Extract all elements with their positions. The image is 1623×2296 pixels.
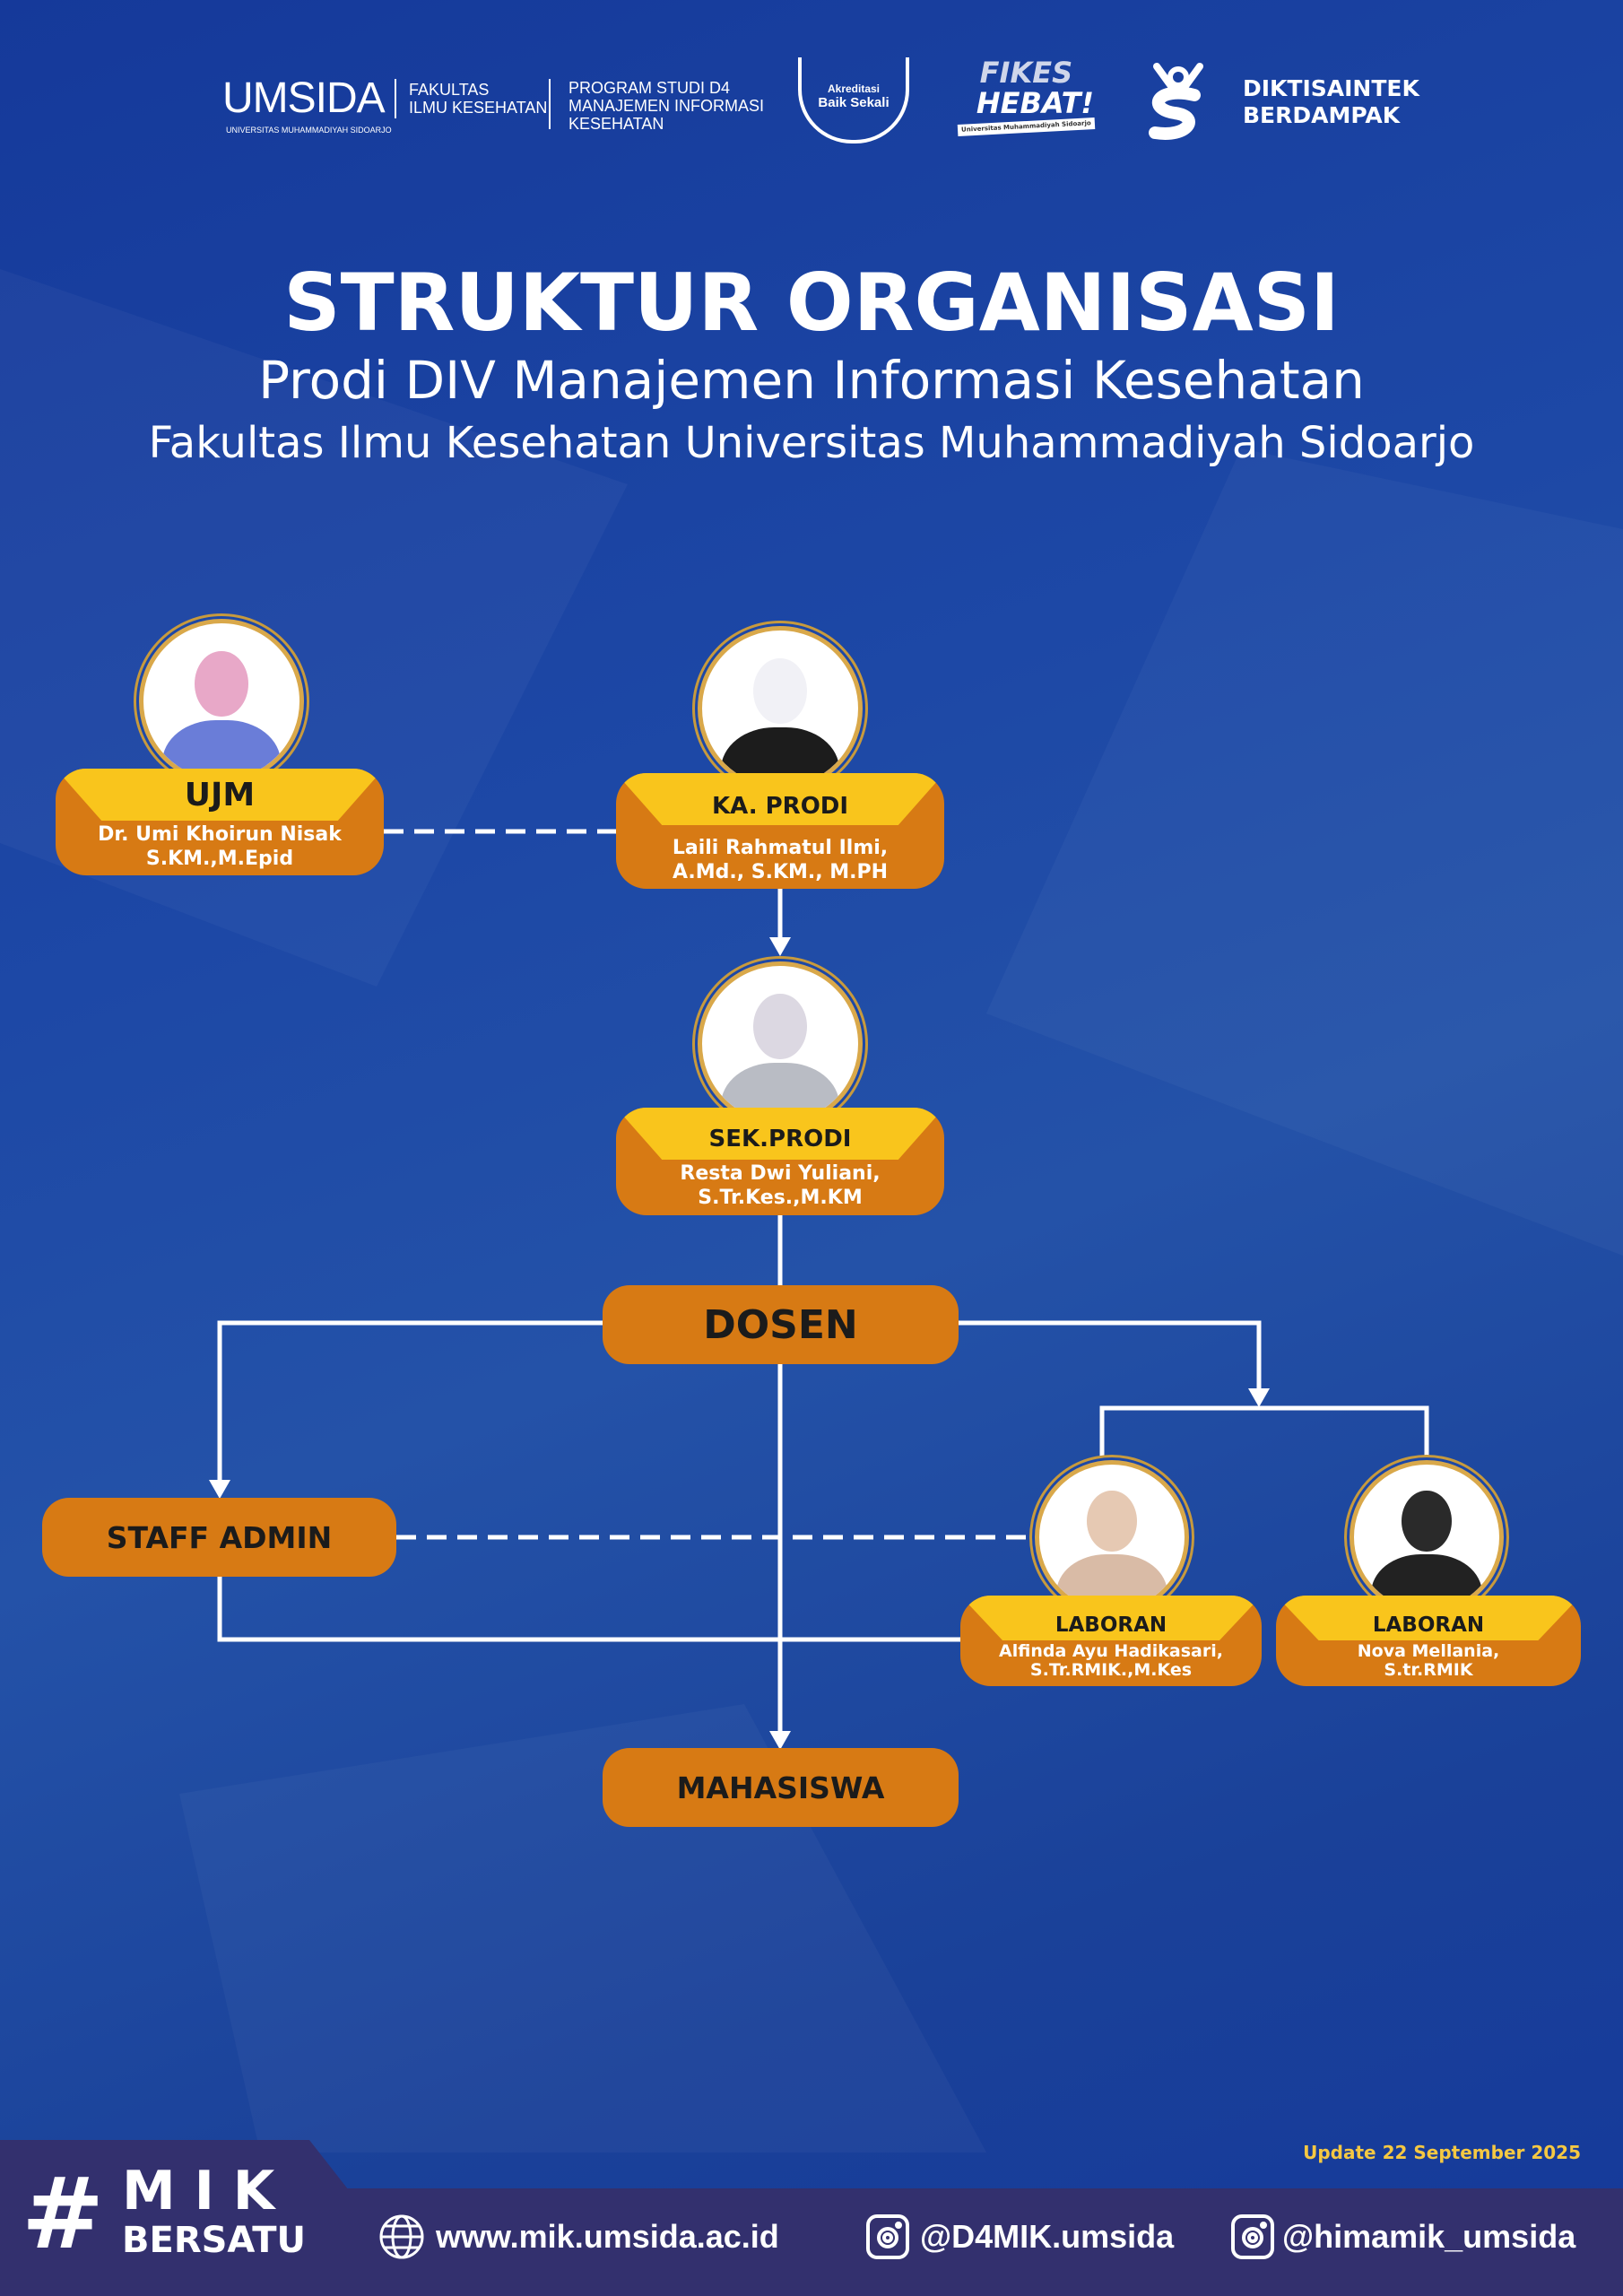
globe-icon xyxy=(378,2213,425,2260)
kaprodi-photo xyxy=(698,626,863,791)
role-label: LABORAN xyxy=(1055,1613,1167,1637)
role-label: LABORAN xyxy=(1372,1613,1485,1637)
laboran-2-photo xyxy=(1350,1460,1504,1614)
instagram-icon xyxy=(1230,2213,1275,2260)
update-date: Update 22 September 2025 xyxy=(1303,2142,1581,2163)
node-dosen: DOSEN xyxy=(603,1285,959,1364)
node-staff-admin: STAFF ADMIN xyxy=(42,1498,396,1577)
page-title: STRUKTUR ORGANISASI xyxy=(283,257,1340,349)
person-name: Nova Mellania,S.tr.RMIK xyxy=(1357,1641,1500,1680)
page-subtitle: Prodi DIV Manajemen Informasi Kesehatan xyxy=(258,350,1365,411)
ujm-photo xyxy=(139,619,304,784)
instagram-himamik-link[interactable]: @himamik_umsida xyxy=(1282,2218,1576,2255)
person-name: Alfinda Ayu Hadikasari,S.Tr.RMIK.,M.Kes xyxy=(999,1641,1223,1680)
footer-bersatu: BERSATU xyxy=(122,2220,307,2261)
diktisaintek-icon xyxy=(1139,59,1218,140)
fikes-hebat-logo: FIKES HEBAT! Universitas Muhammadiyah Si… xyxy=(957,57,1096,136)
footer-mik: M I K xyxy=(122,2160,275,2222)
page-subtitle-2: Fakultas Ilmu Kesehatan Universitas Muha… xyxy=(148,418,1475,468)
website-link[interactable]: www.mik.umsida.ac.id xyxy=(436,2218,779,2255)
divider xyxy=(395,79,396,118)
instagram-icon xyxy=(865,2213,910,2260)
role-label: UJM xyxy=(184,777,256,813)
laboran-1-photo xyxy=(1035,1460,1189,1614)
umsida-logo: UMSIDA xyxy=(222,74,386,122)
footer xyxy=(0,2188,1623,2296)
hashtag-icon: # xyxy=(22,2156,105,2271)
divider xyxy=(549,79,551,129)
role-label: KA. PRODI xyxy=(711,793,849,820)
footer-tab xyxy=(0,2140,352,2194)
umsida-subtext: Universitas Muhammadiyah Sidoarjo xyxy=(226,126,392,135)
sekprodi-photo xyxy=(698,961,863,1126)
person-name: Resta Dwi Yuliani,S.Tr.Kes.,M.KM xyxy=(680,1162,881,1209)
instagram-d4mik-link[interactable]: @D4MIK.umsida xyxy=(920,2218,1175,2255)
node-mahasiswa: MAHASISWA xyxy=(603,1748,959,1827)
program-label: Program Studi D4Manajemen InformasiKeseh… xyxy=(568,79,765,133)
accreditation-badge: Akreditasi Baik Sekali xyxy=(798,57,909,144)
role-label: SEK.PRODI xyxy=(708,1126,852,1152)
person-name: Laili Rahmatul Ilmi,A.Md., S.KM., M.PH xyxy=(672,837,889,883)
